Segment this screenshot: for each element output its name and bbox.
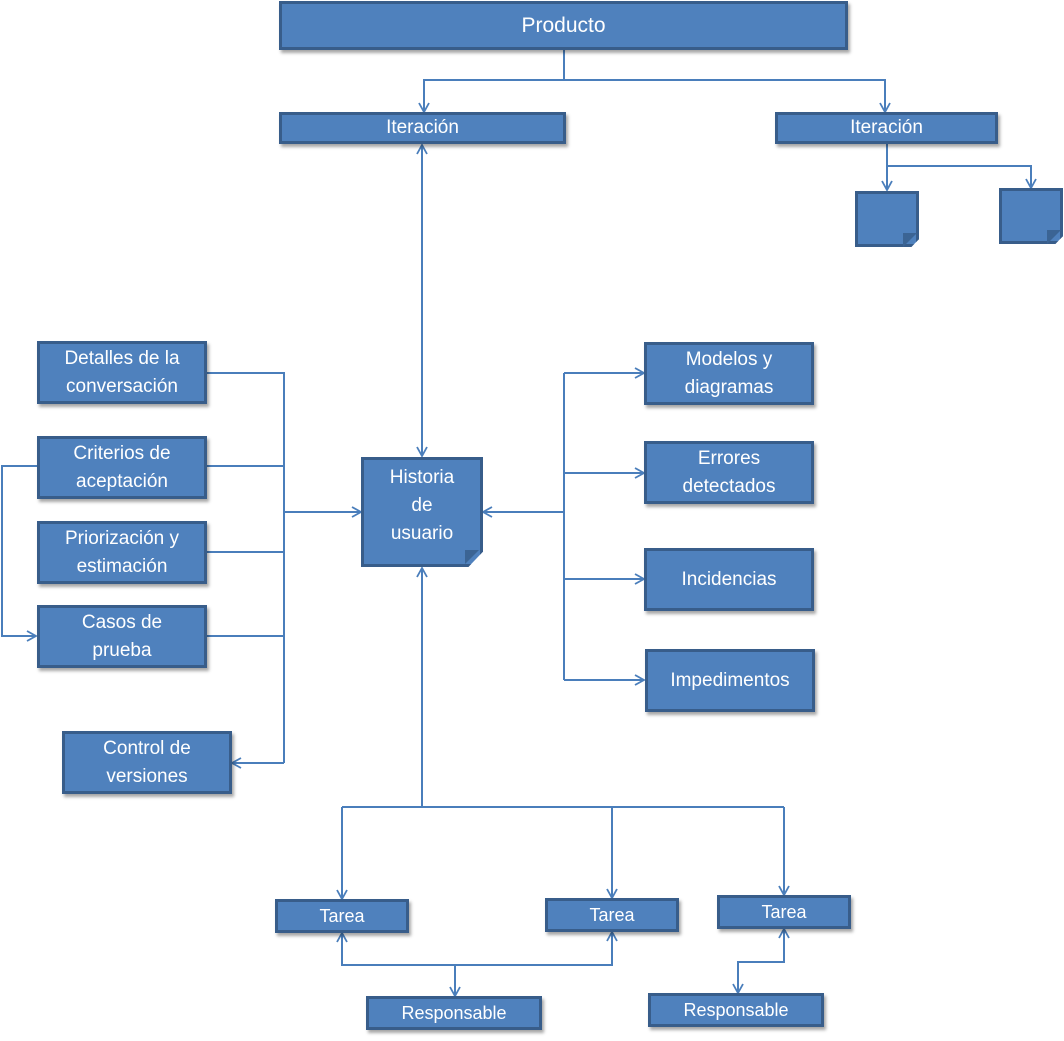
connector-criteria-to-tests [1, 465, 38, 642]
models-box: Modelos y diagramas [644, 342, 814, 405]
user-story-fold [465, 550, 479, 564]
task-box-2: Tarea [545, 898, 679, 932]
product-box: Producto [279, 1, 848, 50]
incidents-box: Incidencias [644, 548, 814, 611]
responsible-box-1: Responsable [366, 996, 542, 1030]
connector-task-responsible-2 [732, 927, 790, 995]
version-control-box: Control de versiones [62, 731, 232, 794]
iteration-box-2: Iteración [775, 112, 998, 144]
impediments-box: Impedimentos [645, 649, 815, 712]
connector-task-responsible-1 [336, 930, 618, 966]
task-box-1: Tarea [275, 899, 409, 933]
connector-product-iteration-1 [418, 50, 565, 114]
iteration-box-1: Iteración [279, 112, 566, 144]
test-cases-box: Casos de prueba [37, 605, 207, 668]
acceptance-criteria-box: Criterios de aceptación [37, 436, 207, 499]
responsible-box-2: Responsable [648, 993, 824, 1027]
user-story-box: Historia de usuario [361, 457, 483, 567]
connector-iteration-item-2 [887, 165, 1037, 190]
connector-left-bus [206, 372, 285, 763]
connector-product-iteration-2 [564, 79, 891, 114]
iteration-item-fold-1 [903, 233, 917, 247]
errors-box: Errores detectados [644, 441, 814, 504]
iteration-item-fold-2 [1047, 230, 1061, 244]
conversation-details-box: Detalles de la conversación [37, 341, 207, 404]
task-box-3: Tarea [717, 895, 851, 929]
prioritization-box: Priorización y estimación [37, 521, 207, 584]
